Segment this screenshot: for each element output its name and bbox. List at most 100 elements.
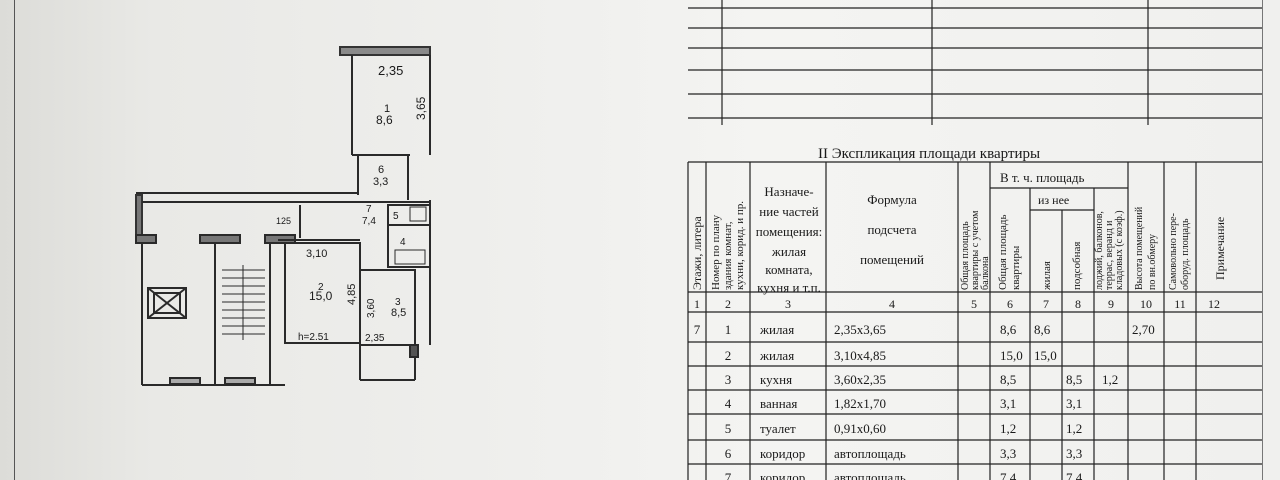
corridor-dim: 125 bbox=[276, 216, 291, 226]
table-cell-name: ванная bbox=[760, 396, 797, 411]
table-cell-formula: автоплощадь bbox=[834, 470, 906, 480]
room1-dims: 2,35 bbox=[378, 63, 403, 78]
table-cell-living: 15,0 bbox=[1034, 348, 1057, 363]
header-height-2: по вн.обмеру bbox=[1147, 234, 1158, 290]
colnum-10: 10 bbox=[1140, 297, 1152, 311]
room6-num: 6 bbox=[378, 164, 384, 176]
header-unauth-1: Самовольно пере- bbox=[1168, 213, 1179, 290]
header-total-1: Общая площадь bbox=[997, 214, 1009, 290]
colnum-4: 4 bbox=[889, 297, 895, 311]
colnum-3: 3 bbox=[785, 297, 791, 311]
room3-area: 8,5 bbox=[391, 307, 406, 319]
table-cell-num: 3 bbox=[725, 372, 732, 387]
table-cell-num: 2 bbox=[725, 348, 732, 363]
header-total-balcony-2: квартиры с учетом bbox=[970, 210, 981, 290]
header-balcony-1: лоджий, балконов, bbox=[1094, 211, 1105, 290]
table-cell-balcony: 1,2 bbox=[1102, 372, 1118, 387]
colnum-5: 5 bbox=[971, 297, 977, 311]
room3-side-dim: 3,60 bbox=[366, 298, 377, 318]
table-cell-formula: 0,91x0,60 bbox=[834, 421, 886, 436]
header-unauth-2: оборуд. площадь bbox=[1180, 218, 1191, 290]
header-total-balcony-1: Общая площадь bbox=[960, 221, 971, 290]
colnum-7: 7 bbox=[1043, 297, 1049, 311]
table-cell-floor: 7 bbox=[694, 322, 701, 337]
table-cell-formula: 3,10x4,85 bbox=[834, 348, 886, 363]
room1-num: 1 bbox=[384, 103, 390, 115]
colnum-11: 11 bbox=[1174, 297, 1186, 311]
table-cell-aux: 8,5 bbox=[1066, 372, 1082, 387]
table-cell-total: 8,6 bbox=[1000, 322, 1017, 337]
room1-side-dim: 3,65 bbox=[414, 96, 428, 120]
room5-num: 5 bbox=[393, 211, 399, 222]
table-cell-formula: 1,82x1,70 bbox=[834, 396, 886, 411]
room2-num: 2 bbox=[318, 282, 324, 293]
floor-plan: 2,35 1 8,6 3,65 6 3,3 125 7 7,4 5 4 3,10… bbox=[135, 46, 431, 386]
table-cell-name: жилая bbox=[759, 322, 794, 337]
page-edge-line-right bbox=[1262, 0, 1263, 480]
table-cell-num: 6 bbox=[725, 446, 732, 461]
header-total-balcony-3: балкона bbox=[980, 256, 991, 290]
colnum-8: 8 bbox=[1075, 297, 1081, 311]
header-formula-1: Формула bbox=[867, 192, 917, 207]
room3-dims: 2,35 bbox=[365, 333, 385, 344]
room7-num: 7 bbox=[366, 204, 372, 215]
table-cell-formula: 2,35x3,65 bbox=[834, 322, 886, 337]
table-cell-aux: 3,1 bbox=[1066, 396, 1082, 411]
room2-area: 15,0 bbox=[309, 289, 333, 303]
header-formula-3: помещений bbox=[860, 252, 924, 267]
table-cell-total: 3,1 bbox=[1000, 396, 1016, 411]
table-cell-name: жилая bbox=[759, 348, 794, 363]
header-num-line2: здания комнат, bbox=[722, 221, 734, 290]
table-cell-aux: 7,4 bbox=[1066, 470, 1083, 480]
page-edge-line bbox=[14, 0, 15, 480]
header-purpose-5: комната, bbox=[765, 262, 812, 277]
header-note: Примечание bbox=[1213, 217, 1227, 280]
header-purpose-2: ние частей bbox=[759, 204, 818, 219]
table-cell-total: 8,5 bbox=[1000, 372, 1016, 387]
header-aux: подсобная bbox=[1071, 242, 1083, 290]
header-balcony-2: террас, веранд и bbox=[1104, 220, 1115, 290]
header-group: В т. ч. площадь bbox=[1000, 170, 1085, 185]
table-cell-formula: автоплощадь bbox=[834, 446, 906, 461]
header-purpose-1: Назначе- bbox=[764, 184, 813, 199]
header-floor: Этажи, литера bbox=[690, 216, 704, 290]
table-cell-total: 7,4 bbox=[1000, 470, 1017, 480]
header-purpose-4: жилая bbox=[771, 244, 806, 259]
table-cell-formula: 3,60x2,35 bbox=[834, 372, 886, 387]
colnum-2: 2 bbox=[725, 297, 731, 311]
room4-num: 4 bbox=[400, 237, 406, 248]
header-height-1: Высота помещений bbox=[1134, 206, 1145, 290]
room7-area: 7,4 bbox=[362, 216, 376, 227]
table-cell-aux: 3,3 bbox=[1066, 446, 1082, 461]
table-cell-aux: 1,2 bbox=[1066, 421, 1082, 436]
room6-area: 3,3 bbox=[373, 176, 388, 188]
header-living: жилая bbox=[1041, 261, 1053, 291]
header-num-line1: Номер по плану bbox=[710, 214, 722, 290]
table-cell-name: кухня bbox=[760, 372, 792, 387]
table-title: II Экспликация площади квартиры bbox=[818, 146, 1040, 162]
table-cell-num: 1 bbox=[725, 322, 732, 337]
table-cell-living: 8,6 bbox=[1034, 322, 1051, 337]
room2-side-dim: 4,85 bbox=[346, 284, 358, 305]
header-balcony-3: кладовых (с коэф.) bbox=[1114, 210, 1125, 290]
table-cell-num: 5 bbox=[725, 421, 732, 436]
header-subgroup: из нее bbox=[1038, 193, 1069, 207]
table-cell-total: 3,3 bbox=[1000, 446, 1016, 461]
room2-dims: 3,10 bbox=[306, 248, 327, 260]
colnum-12: 12 bbox=[1208, 297, 1220, 311]
table-cell-name: коридор bbox=[760, 470, 805, 480]
header-purpose-6: кухня и т.п. bbox=[757, 280, 821, 295]
header-total-2: квартиры bbox=[1010, 245, 1022, 290]
room1-area: 8,6 bbox=[376, 113, 393, 127]
colnum-9: 9 bbox=[1108, 297, 1114, 311]
table-cell-name: коридор bbox=[760, 446, 805, 461]
header-formula-2: подсчета bbox=[867, 222, 916, 237]
header-purpose-3: помещения: bbox=[756, 224, 823, 239]
colnum-6: 6 bbox=[1007, 297, 1013, 311]
table-cell-total: 15,0 bbox=[1000, 348, 1023, 363]
table-cell-num: 4 bbox=[725, 396, 732, 411]
table-cell-num: 7 bbox=[725, 470, 732, 480]
colnum-1: 1 bbox=[694, 297, 700, 311]
table-cell-total: 1,2 bbox=[1000, 421, 1016, 436]
